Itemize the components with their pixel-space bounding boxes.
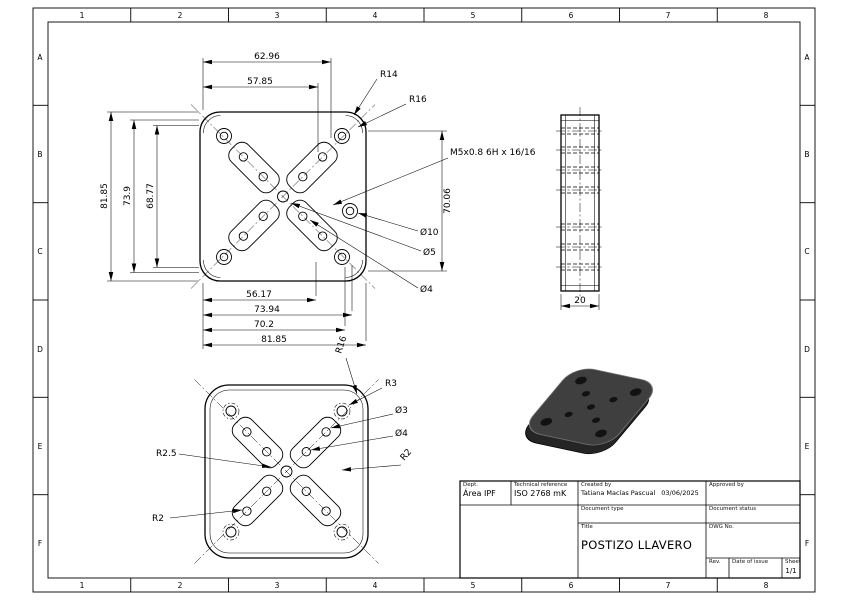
sheet-value: 1/1 xyxy=(785,566,797,575)
dim-front-height-mid: 73.9 xyxy=(123,186,133,206)
zone-row-right-d: D xyxy=(804,345,810,354)
zone-col-bot-8: 8 xyxy=(764,581,769,590)
zone-col-top-8: 8 xyxy=(764,11,769,20)
dim-front-bottom-3: 70.2 xyxy=(254,320,274,330)
techref-label: Technical reference xyxy=(514,482,568,488)
dim-front-height-full: 81.85 xyxy=(100,183,110,209)
iso-holes xyxy=(540,376,642,438)
zone-col-top-3: 3 xyxy=(275,11,280,20)
zone-col-top-5: 5 xyxy=(471,11,476,20)
title-block-doctype-cell: Document type Trabajo fabricación xyxy=(578,505,706,523)
title-block-docstatus-cell: Document status xyxy=(706,505,800,523)
title-label: Title xyxy=(581,524,593,530)
front-counterbore-holes xyxy=(216,128,358,265)
zone-row-right-f: F xyxy=(805,539,809,548)
title-block-rev-cell: Rev. xyxy=(706,558,729,578)
sheet-label: Sheet xyxy=(785,559,800,565)
zone-row-right-c: C xyxy=(804,247,809,256)
title-block-sheet-cell: Sheet 1/1 xyxy=(782,558,800,578)
zone-col-bot-6: 6 xyxy=(569,581,574,590)
rev-label: Rev. xyxy=(709,559,721,565)
zone-row-left-b: B xyxy=(37,150,42,159)
title-block-dept-cell: Dept. Área IPF xyxy=(460,481,511,505)
callout-detail-r2-left: R2 xyxy=(152,514,164,524)
created-label: Created by xyxy=(581,482,612,488)
front-view-dimensions: 62.96 57.85 81.85 73.9 68.77 70.06 56.17… xyxy=(100,52,453,349)
title-block-techref-cell: Technical reference ISO 2768 mK xyxy=(511,481,578,505)
front-view-callouts: R14 R16 M5x0.8 6H x 16/16 Ø10 Ø5 Ø4 xyxy=(290,70,536,295)
detail-view xyxy=(195,380,379,564)
dim-front-bottom-2: 73.94 xyxy=(254,305,280,315)
side-view-hidden-holes xyxy=(556,127,604,271)
zone-col-top-6: 6 xyxy=(569,11,574,20)
callout-detail-d3: Ø3 xyxy=(395,405,408,416)
title-block-created-cell: Created by Tatiana Macías Pascual 03/06/… xyxy=(578,481,706,505)
callout-d10: Ø10 xyxy=(420,227,439,238)
title-block-empty-cell xyxy=(460,505,578,578)
zone-row-left-c: C xyxy=(37,247,42,256)
callout-detail-d4: Ø4 xyxy=(395,428,408,439)
dim-front-height-right: 70.06 xyxy=(443,188,453,214)
callout-detail-r2-right: R2 xyxy=(399,447,414,463)
zone-row-right-a: A xyxy=(804,53,810,62)
created-name: Tatiana Macías Pascual xyxy=(581,488,656,497)
zone-col-top-1: 1 xyxy=(80,11,85,20)
zone-row-left-e: E xyxy=(38,442,43,451)
title-block-title-cell: Title POSTIZO LLAVERO xyxy=(578,523,706,578)
doctype-label: Document type xyxy=(581,506,624,512)
zone-row-left-a: A xyxy=(37,53,43,62)
zone-col-bot-7: 7 xyxy=(666,581,671,590)
sheet-frame xyxy=(32,7,816,593)
callout-d4: Ø4 xyxy=(420,284,433,295)
dim-front-width-outer: 62.96 xyxy=(254,52,280,62)
date-of-issue-label: Date of issue xyxy=(732,559,769,565)
doctype-value: Trabajo fabricación xyxy=(581,522,643,523)
side-view: 20 xyxy=(556,107,604,310)
zone-col-top-4: 4 xyxy=(373,11,378,20)
zone-col-top-2: 2 xyxy=(178,11,183,20)
zone-col-bot-1: 1 xyxy=(80,581,85,590)
zone-row-left-f: F xyxy=(38,539,42,548)
zone-row-right-b: B xyxy=(804,150,809,159)
detail-thread-holes xyxy=(222,402,351,541)
drawing-title: POSTIZO LLAVERO xyxy=(581,537,693,552)
dim-front-bottom-4: 81.85 xyxy=(261,335,287,345)
zone-row-right-e: E xyxy=(805,442,810,451)
callout-d5: Ø5 xyxy=(423,247,436,258)
dept-label: Dept. xyxy=(463,482,479,488)
iso-view xyxy=(525,368,653,455)
dim-side-thickness: 20 xyxy=(574,296,586,306)
dwg-label: DWG No. xyxy=(709,524,734,530)
callout-detail-r3: R3 xyxy=(385,379,397,389)
title-block-approved-cell: Approved by xyxy=(706,481,800,505)
approved-label: Approved by xyxy=(709,482,744,488)
callout-r14: R14 xyxy=(380,70,398,80)
title-block-dateissue-cell: Date of issue xyxy=(729,558,782,578)
callout-detail-r2-center: R2.5 xyxy=(156,449,177,459)
created-date: 03/06/2025 xyxy=(661,488,699,497)
zone-col-bot-5: 5 xyxy=(471,581,476,590)
title-block-grid xyxy=(459,480,801,579)
title-block-dwg-cell: DWG No. xyxy=(706,523,800,558)
title-block: Dept. Área IPF Technical reference ISO 2… xyxy=(460,481,800,578)
techref-value: ISO 2768 mK xyxy=(514,488,567,498)
front-view xyxy=(191,105,375,289)
dim-front-height-inner: 68.77 xyxy=(146,183,156,209)
zone-col-bot-3: 3 xyxy=(275,581,280,590)
dim-front-width-inner: 57.85 xyxy=(247,77,273,87)
dept-value: Área IPF xyxy=(463,488,496,498)
docstatus-label: Document status xyxy=(709,506,757,512)
callout-thread: M5x0.8 6H x 16/16 xyxy=(450,148,536,158)
zone-col-top-7: 7 xyxy=(666,11,671,20)
callout-r16: R16 xyxy=(409,95,427,105)
zone-col-bot-2: 2 xyxy=(178,581,183,590)
zone-row-left-d: D xyxy=(37,345,43,354)
detail-view-callouts: R16 R3 Ø3 Ø4 R2 R2.5 R2 xyxy=(152,335,414,524)
zone-col-bot-4: 4 xyxy=(373,581,378,590)
zone-labels: 1 2 3 4 5 6 7 8 1 2 3 4 5 6 7 8 A B C D … xyxy=(37,11,810,590)
dim-front-bottom-1: 56.17 xyxy=(246,290,272,300)
